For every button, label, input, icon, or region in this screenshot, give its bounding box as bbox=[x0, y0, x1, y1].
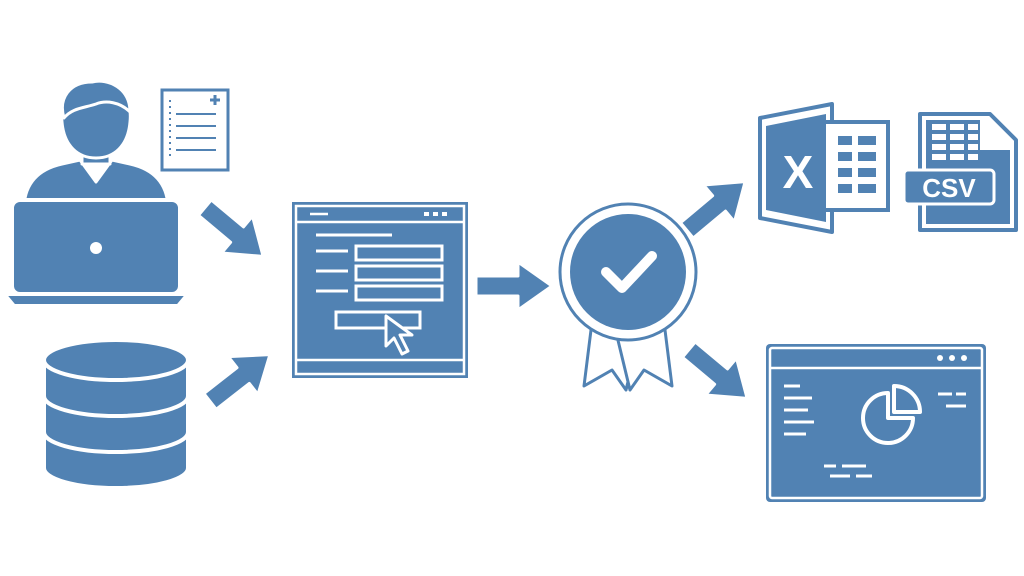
excel-icon: X bbox=[758, 102, 890, 234]
document-with-plus-icon bbox=[160, 88, 230, 172]
arrow-user-to-form bbox=[187, 187, 281, 277]
check-badge-icon bbox=[558, 202, 698, 392]
dashboard-pie-chart-icon bbox=[766, 344, 986, 502]
excel-letter: X bbox=[783, 146, 814, 198]
arrow-form-to-validation bbox=[474, 260, 554, 312]
arrow-database-to-form bbox=[193, 334, 287, 422]
database-icon bbox=[42, 338, 190, 492]
csv-file-icon: CSV bbox=[902, 112, 1018, 232]
user-at-laptop-icon bbox=[2, 79, 190, 308]
arrow-validation-to-dashboard bbox=[671, 329, 765, 419]
csv-label: CSV bbox=[922, 173, 976, 203]
web-form-with-cursor-icon bbox=[292, 202, 468, 378]
